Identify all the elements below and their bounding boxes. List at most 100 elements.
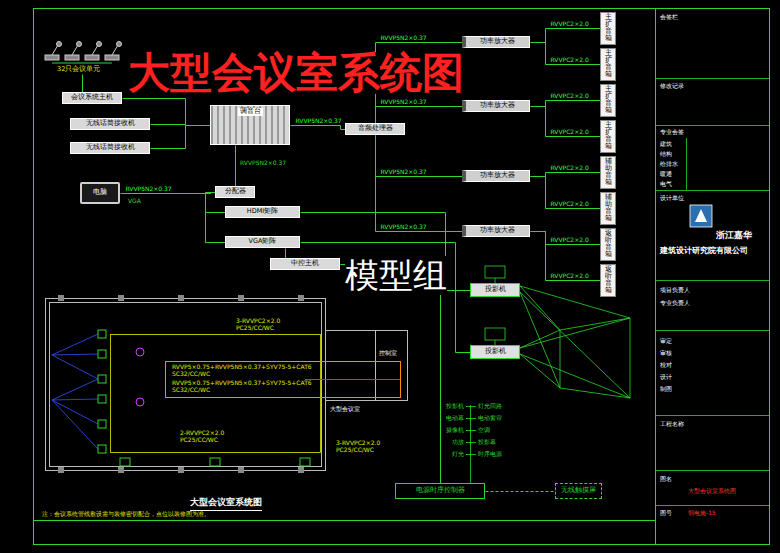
cable-connector xyxy=(531,101,601,107)
conference-microphones xyxy=(117,42,122,47)
cable-connector xyxy=(486,491,556,492)
cable-connector xyxy=(531,43,601,65)
title-block-grid xyxy=(655,280,770,281)
node-text: HDMI矩阵 xyxy=(247,208,278,216)
cable-connector xyxy=(206,193,226,243)
floor-plan-columns xyxy=(238,467,244,473)
node-text: 功率放大器 xyxy=(480,102,515,110)
title-block-grid xyxy=(655,330,770,331)
conference-microphones xyxy=(77,42,82,47)
control-item: 电动窗帘 xyxy=(478,415,502,422)
node-text: VGA矩阵 xyxy=(249,238,277,246)
loudspeaker: 主扩音箱 xyxy=(600,48,616,81)
cable-spec: RVVP5N2×0.37 xyxy=(380,34,428,41)
title-block-cell: 专业负责人 xyxy=(660,300,690,307)
node-text: 无线话筒接收机 xyxy=(86,144,135,152)
title-block-grid xyxy=(655,415,770,416)
projection-screen xyxy=(520,286,560,330)
camera-symbols xyxy=(136,348,144,356)
cable-connector xyxy=(82,75,83,93)
signal-label: VGA xyxy=(128,198,141,205)
title-block-cell: 工程名称 xyxy=(660,421,684,428)
cable-spec: RVVPC2×2.0 xyxy=(550,272,590,279)
title-block-grid xyxy=(655,79,770,506)
floor-plan-columns xyxy=(118,467,124,473)
node-text: 无线话筒接收机 xyxy=(86,120,135,128)
node-text: 辅助音箱 xyxy=(605,194,612,223)
cable-spec: RVVPC2×2.0 xyxy=(550,164,590,171)
node-text: 返听音箱 xyxy=(605,230,612,259)
node-text: 功率放大器 xyxy=(480,38,515,46)
cable-spec: RVVPC2×2.0 xyxy=(550,200,590,207)
projection-screen xyxy=(485,266,505,278)
watermark: 模型组 xyxy=(345,256,447,295)
node-text: 电源时序控制器 xyxy=(416,487,465,495)
room-name: 大型会议室 xyxy=(330,406,360,413)
control-item: 时序电源 xyxy=(478,451,502,458)
control-item: 电动幕 xyxy=(446,415,464,422)
control-bus xyxy=(466,442,476,443)
title-block-cell: 设计单位 xyxy=(660,195,684,202)
ceiling-speakers xyxy=(300,458,310,466)
conference-microphones xyxy=(105,55,119,60)
cable-spec: RVVPC2×2.0 xyxy=(550,92,590,99)
title-block-grid xyxy=(655,470,770,471)
floor-plan-walls xyxy=(376,331,408,401)
drawing-caption: 大型会议室系统图 xyxy=(190,496,262,511)
conduit-spec: PC25/CC/WC xyxy=(236,325,274,332)
node-text: 辅助音箱 xyxy=(605,158,612,187)
microphone-group: 32只会议单元 xyxy=(55,66,102,74)
conference-microphones xyxy=(92,45,98,55)
floor-plan-walls xyxy=(50,303,322,467)
company-logo xyxy=(695,209,707,222)
speaker-wiring xyxy=(52,334,98,355)
cable-spec: RVVPC2×2.0 xyxy=(550,56,590,63)
title-block-cell: 制图 xyxy=(660,386,672,393)
title-block-cell: 校对 xyxy=(660,362,672,369)
title-block-cell: 电气 xyxy=(660,181,672,188)
floor-plan-columns xyxy=(178,467,184,473)
hdmi-matrix: HDMI矩阵 xyxy=(225,206,300,218)
cable-spec: RVVPC2×2.0 xyxy=(550,236,590,243)
node-text: 投影机 xyxy=(485,348,506,356)
projection-screen xyxy=(520,292,630,398)
title-block-grid xyxy=(655,78,770,79)
touch-panel: 无线触摸屏 xyxy=(555,483,602,499)
cable-spec: RVVP5N2×0.37 xyxy=(295,117,343,124)
loudspeaker: 主扩音箱 xyxy=(600,84,616,117)
audio-processor: 音频处理器 xyxy=(345,123,405,135)
control-item: 摄像机 xyxy=(446,427,464,434)
power-amplifier: 功率放大器 xyxy=(462,170,530,182)
title-block-cell: 项目负责人 xyxy=(660,287,690,294)
cable-spec: 3-RVVPC2×2.0 xyxy=(336,440,380,447)
cable-connector xyxy=(531,29,601,43)
node-text: 电脑 xyxy=(93,189,107,197)
conference-microphones xyxy=(85,55,99,60)
node-text: 功率放大器 xyxy=(480,172,515,180)
node-text: 主扩音箱 xyxy=(605,14,612,43)
loudspeaker: 辅助音箱 xyxy=(600,156,616,189)
company-name: 建筑设计研究院有限公司 xyxy=(660,246,748,255)
loudspeaker: 返听音箱 xyxy=(600,264,616,297)
node-text: 返听音箱 xyxy=(605,266,612,295)
drawing-name: 大型会议室系统图 xyxy=(688,488,736,495)
control-bus xyxy=(466,454,476,455)
wireless-receiver: 无线话筒接收机 xyxy=(70,118,150,130)
conference-table-outline xyxy=(111,335,321,453)
power-amplifier: 功率放大器 xyxy=(462,225,530,237)
ceiling-speakers xyxy=(120,458,130,466)
ceiling-speakers xyxy=(98,420,106,428)
cable-connector xyxy=(531,107,601,137)
cable-connector xyxy=(376,107,463,124)
speaker-wiring xyxy=(52,379,98,400)
loudspeaker: 主扩音箱 xyxy=(600,120,616,153)
projection-screen xyxy=(520,292,560,388)
floor-plan-walls xyxy=(46,299,408,471)
floor-plan-walls xyxy=(325,330,375,331)
control-item: 投影机 xyxy=(446,403,464,410)
node-text: 投影机 xyxy=(485,286,506,294)
wireless-receiver: 无线话筒接收机 xyxy=(70,142,150,154)
title-block-grid xyxy=(655,505,770,506)
camera-symbols xyxy=(136,348,144,406)
cable-connector xyxy=(235,146,236,187)
